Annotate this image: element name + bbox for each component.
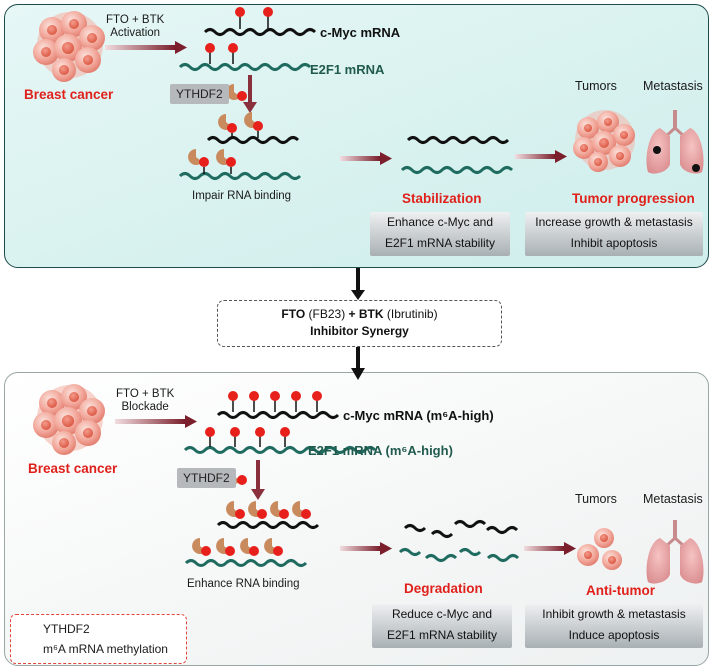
arrow-to-tumor-progression	[515, 150, 567, 163]
anti-tumor-effect-box: Inhibit growth & metastasis Induce apopt…	[525, 604, 703, 648]
degraded-mrna-fragments	[398, 520, 520, 562]
metastasis-label-top: Metastasis	[643, 79, 703, 93]
degradation-label: Degradation	[404, 581, 483, 596]
e2f1-label-bottom: E2F1 mRNA (m⁶A-high)	[308, 443, 453, 458]
arrow-blockade	[115, 415, 197, 428]
legend: YTHDF2 m⁶A mRNA methylation	[10, 614, 187, 664]
anti-tumor-label: Anti-tumor	[586, 583, 655, 598]
tumors-label-bottom: Tumors	[575, 492, 617, 506]
ythdf2-tag-top: YTHDF2	[170, 84, 229, 104]
cmyc-label-bottom: c-Myc mRNA (m⁶A-high)	[343, 408, 494, 423]
lungs-clear-icon	[646, 520, 704, 584]
cmyc-mrna-strand-top	[203, 7, 317, 36]
breast-cancer-label-bottom: Breast cancer	[28, 461, 118, 476]
stabilization-effect-box: Enhance c-Myc and E2F1 mRNA stability	[370, 212, 510, 256]
ythdf2-protein-top	[226, 84, 247, 101]
arrow-to-degradation	[340, 542, 392, 555]
enhanced-binding-complex	[184, 501, 320, 567]
ythdf2-protein-bottom	[226, 468, 247, 485]
metastasis-label-bottom: Metastasis	[643, 492, 703, 506]
legend-ythdf2-label: YTHDF2	[43, 622, 90, 636]
e2f1-mrna-strand-bottom	[183, 427, 377, 454]
arrow-to-anti-tumor	[524, 542, 576, 555]
tumor-progression-label: Tumor progression	[572, 191, 695, 206]
fto-label: FTO	[281, 307, 306, 321]
breast-cancer-label-top: Breast cancer	[24, 87, 114, 102]
impaired-binding-complex	[178, 112, 302, 180]
binding-label-top: Impair RNA binding	[192, 190, 292, 202]
e2f1-label-top: E2F1 mRNA	[310, 62, 385, 77]
arrow-down-to-synergy	[351, 268, 365, 300]
cmyc-mrna-strand-bottom	[216, 391, 340, 419]
arrow-activation	[105, 41, 187, 54]
e2f1-mrna-strand-top	[178, 43, 312, 71]
arrow-down-bottom	[251, 460, 265, 500]
arrow-down-from-synergy	[351, 346, 365, 380]
ythdf2-tag-bottom: YTHDF2	[177, 468, 236, 488]
arrow-down-top	[243, 75, 257, 113]
breast-cancer-cluster-top	[33, 11, 105, 82]
tumor-cells-reduced-icon	[577, 528, 622, 570]
lungs-metastasis-icon	[646, 110, 704, 174]
fto-inhibitor-name: (FB23)	[308, 307, 346, 321]
treatment-label-bottom: FTO + BTK Blockade	[116, 388, 175, 413]
breast-cancer-cluster-bottom	[33, 384, 105, 455]
btk-inhibitor-name: (Ibrutinib)	[386, 307, 438, 321]
inhibitor-synergy-box: FTO (FB23) + BTK (Ibrutinib) Inhibitor S…	[217, 300, 502, 347]
binding-label-bottom: Enhance RNA binding	[187, 578, 300, 590]
progression-effect-box: Increase growth & metastasis Inhibit apo…	[525, 212, 703, 256]
btk-label: + BTK	[348, 307, 384, 321]
tumor-cluster-icon	[573, 110, 635, 172]
cmyc-label-top: c-Myc mRNA	[320, 25, 401, 40]
tumors-label-top: Tumors	[575, 79, 617, 93]
synergy-title: Inhibitor Synergy	[310, 324, 409, 338]
stable-mrna-strands	[400, 136, 514, 174]
legend-m6a-label: m⁶A mRNA methylation	[43, 642, 168, 656]
treatment-label-top: FTO + BTK Activation	[106, 14, 165, 39]
stabilization-label: Stabilization	[402, 191, 482, 206]
degradation-effect-box: Reduce c-Myc and E2F1 mRNA stability	[372, 604, 512, 648]
arrow-to-stabilization	[340, 152, 392, 165]
